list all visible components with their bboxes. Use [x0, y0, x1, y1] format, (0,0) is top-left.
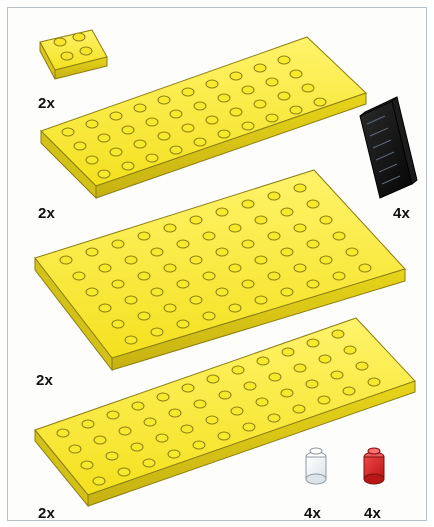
black-window-quantity: 4x: [393, 206, 410, 221]
black-window-piece: [360, 97, 417, 198]
plate-4x12-piece: [35, 318, 415, 506]
red-cylinder-piece: [364, 448, 384, 484]
plate-4x10-quantity: 2x: [38, 206, 55, 221]
plate-4x12-quantity: 2x: [38, 506, 55, 521]
plate-6x10-quantity: 2x: [36, 373, 53, 388]
clear-cylinder-quantity: 4x: [304, 506, 321, 521]
red-cylinder-quantity: 4x: [364, 506, 381, 521]
plate-2x2-piece: [40, 30, 107, 79]
clear-cylinder-piece: [306, 448, 326, 484]
plate-2x2-quantity: 2x: [38, 96, 55, 111]
